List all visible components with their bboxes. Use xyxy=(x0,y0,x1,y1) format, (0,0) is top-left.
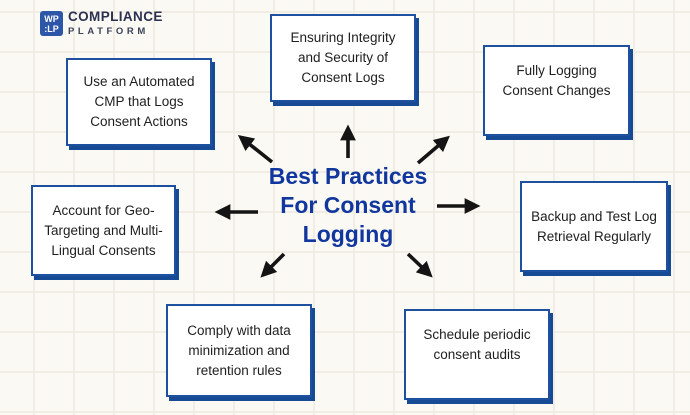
card-label: Account for Geo-Targeting and Multi-Ling… xyxy=(44,202,163,258)
diagram-title-line3: Logging xyxy=(302,221,394,247)
arrow-to-top-right-icon xyxy=(416,135,450,165)
card-label: Schedule periodic consent audits xyxy=(423,327,531,362)
card-geo-targeting: Account for Geo-Targeting and Multi-Ling… xyxy=(31,185,176,276)
brand-subtitle: PLATFORM xyxy=(68,26,149,37)
card-label: Comply with data minimization and retent… xyxy=(187,322,291,378)
logo-mark-line2: :LP xyxy=(44,23,59,34)
brand-logo: WP :LP COMPLIANCE PLATFORM xyxy=(40,10,163,37)
card-data-minimization: Comply with data minimization and retent… xyxy=(166,304,312,397)
diagram-title-line1: Best Practices xyxy=(268,163,428,189)
diagram-title-line2: For Consent xyxy=(280,192,416,218)
arrow-to-top-left-icon xyxy=(237,134,274,164)
card-backup-test-retrieval: Backup and Test Log Retrieval Regularly xyxy=(520,181,668,272)
card-periodic-audits: Schedule periodic consent audits xyxy=(404,309,550,400)
wp-lp-logo-icon: WP :LP xyxy=(40,11,63,36)
arrow-to-bottom-left-icon xyxy=(260,252,286,278)
card-label: Backup and Test Log Retrieval Regularly xyxy=(531,208,657,244)
card-use-automated-cmp: Use an Automated CMP that Logs Consent A… xyxy=(66,58,212,146)
logo-mark-line1: WP xyxy=(44,13,59,24)
card-fully-logging-changes: Fully Logging Consent Changes xyxy=(483,45,630,136)
card-label: Use an Automated CMP that Logs Consent A… xyxy=(83,74,195,129)
card-label: Ensuring Integrity and Security of Conse… xyxy=(290,30,396,85)
brand-name: COMPLIANCE xyxy=(68,9,163,24)
diagram-title: Best Practices For Consent Logging xyxy=(248,162,448,249)
card-ensuring-integrity: Ensuring Integrity and Security of Conse… xyxy=(270,14,416,102)
card-label: Fully Logging Consent Changes xyxy=(502,63,611,98)
arrow-to-bottom-right-icon xyxy=(406,252,433,278)
brand-logo-text: COMPLIANCE PLATFORM xyxy=(68,9,163,38)
